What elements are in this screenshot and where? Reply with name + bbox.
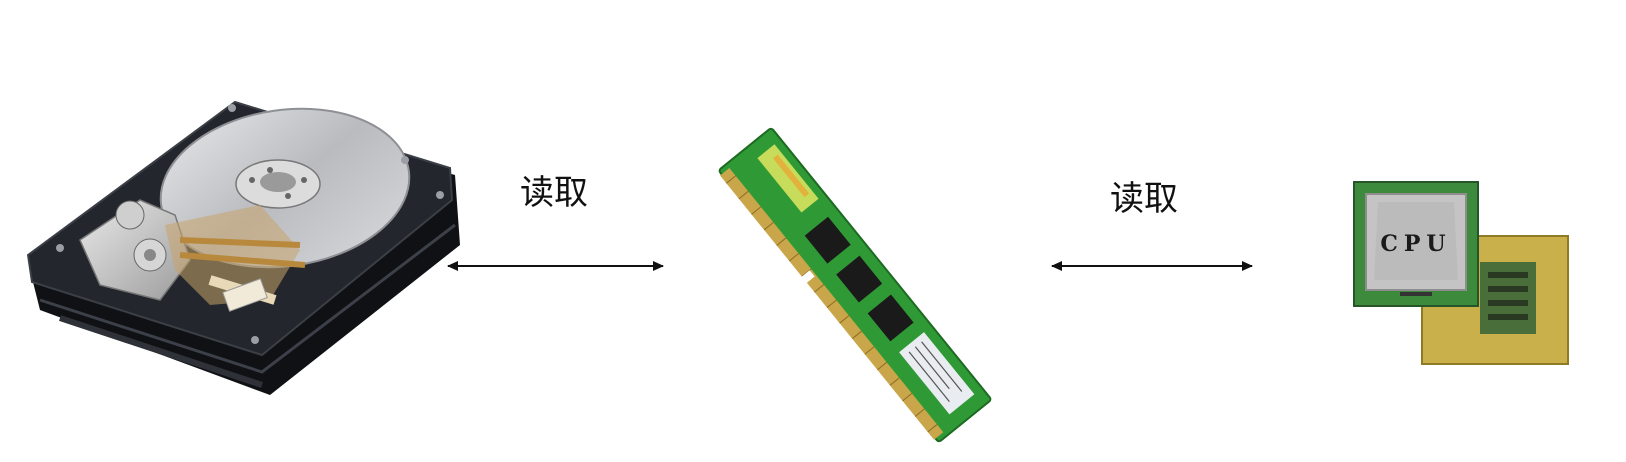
memory-stick-image	[718, 127, 992, 443]
read-label-left: 读取	[520, 173, 588, 213]
cpu-chip-image: CPU	[1353, 181, 1569, 365]
hard-disk-image	[26, 100, 460, 395]
read-label-right: 读取	[1110, 179, 1178, 219]
cpu-text: CPU	[1380, 231, 1451, 257]
